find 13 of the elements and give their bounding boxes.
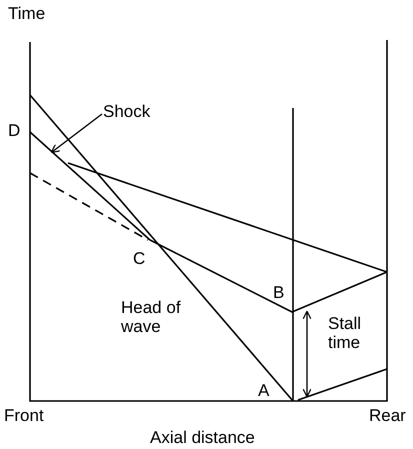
axis-title: Axial distance bbox=[150, 428, 255, 447]
leader-line bbox=[50, 113, 102, 154]
interval-label: Stall time bbox=[328, 314, 362, 352]
point-label: D bbox=[8, 121, 20, 140]
point-label: C bbox=[133, 249, 146, 268]
axis-title: Time bbox=[8, 4, 46, 23]
shock-label: Shock bbox=[103, 102, 150, 121]
curve-label: Head of wave bbox=[121, 298, 182, 336]
axis-end-label: Rear bbox=[369, 406, 406, 425]
axis-end-label: Front bbox=[4, 406, 44, 425]
shock-line bbox=[29, 131, 151, 241]
point-label: A bbox=[258, 381, 270, 400]
point-label: B bbox=[273, 283, 284, 302]
